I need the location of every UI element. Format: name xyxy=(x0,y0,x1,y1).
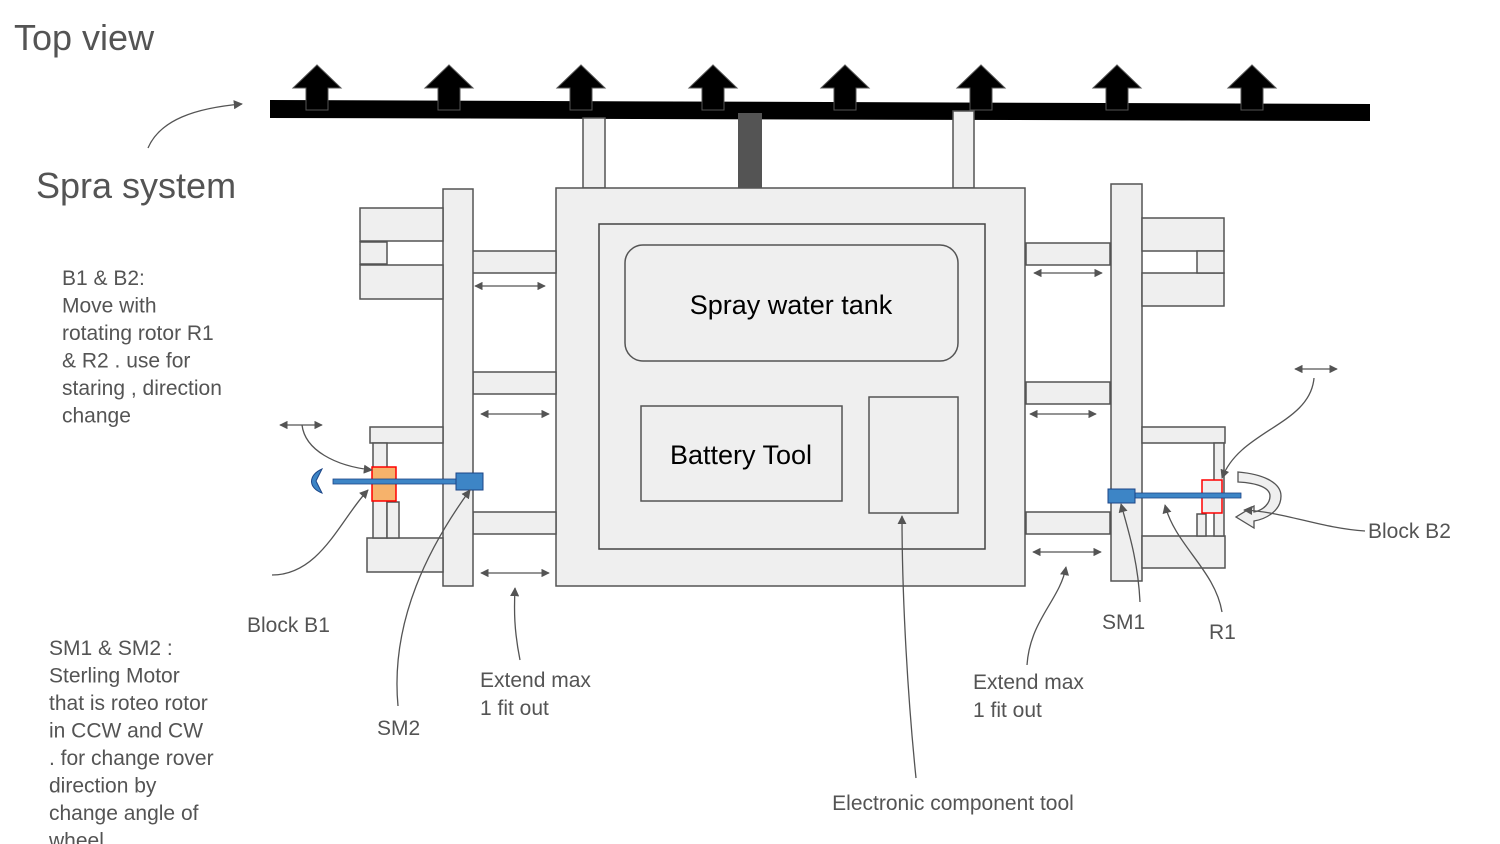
rotor-r2-shaft xyxy=(332,478,459,485)
left-wheel-top-hub xyxy=(359,241,388,265)
r1-leader xyxy=(1162,504,1223,613)
sm2-label: SM2 xyxy=(377,717,420,740)
spray-system-label: Spra system xyxy=(36,165,236,206)
note-sm1-sm2: SM1 & SM2 : Sterling Motor that is roteo… xyxy=(48,637,219,844)
right-wheel-top-hub xyxy=(1196,250,1225,274)
battery-label: Battery Tool xyxy=(670,440,812,470)
r1-label: R1 xyxy=(1209,621,1236,644)
sm1-leader xyxy=(1118,503,1141,603)
block-b2-label: Block B2 xyxy=(1368,520,1451,543)
diagram-title: Top view xyxy=(14,17,155,58)
sm2-leader xyxy=(396,489,471,707)
left-assembly xyxy=(271,188,557,707)
motor-sm1 xyxy=(1107,488,1136,504)
rotor-r1-shaft xyxy=(1131,492,1242,499)
extend-left-label: Extend max 1 fit out xyxy=(480,669,597,720)
right-wheel-top-b xyxy=(1141,272,1225,307)
bar-support-right xyxy=(952,110,975,189)
spray-nozzles xyxy=(291,64,1278,111)
left-wheel-bottom-base xyxy=(366,537,444,573)
right-rotation-arrow-icon xyxy=(1234,471,1282,530)
spray-nozzle-icon xyxy=(819,64,871,111)
tank-label: Spray water tank xyxy=(690,290,893,320)
right-wheel-bottom-spacer xyxy=(1196,513,1207,537)
left-rotation-arrow-icon xyxy=(311,468,324,494)
block-b2-leader xyxy=(1243,505,1366,532)
right-arm-top xyxy=(1025,242,1111,266)
note-b1-b2: B1 & B2: Move with rotating rotor R1 & R… xyxy=(62,267,228,428)
electronic-component-box xyxy=(868,396,959,514)
right-b2-move-leader xyxy=(1220,377,1315,479)
motor-sm2 xyxy=(455,472,484,491)
block-b1-label: Block B1 xyxy=(247,614,330,637)
extend-right-label: Extend max 1 fit out xyxy=(973,671,1090,722)
left-arm-top xyxy=(471,250,557,274)
right-extend-leader xyxy=(1026,566,1070,666)
left-wheel-bottom-top xyxy=(369,426,444,444)
right-assembly xyxy=(1025,183,1366,666)
right-wheel-top-a xyxy=(1141,217,1225,252)
bar-support-center xyxy=(738,113,762,188)
spray-nozzle-icon xyxy=(955,64,1007,111)
right-arm-bottom xyxy=(1025,511,1111,535)
spray-nozzle-icon xyxy=(423,64,475,111)
spray-nozzle-icon xyxy=(1091,64,1143,111)
right-wheel-bottom-base xyxy=(1141,535,1226,569)
spray-nozzle-icon xyxy=(1226,64,1278,111)
spray-bar xyxy=(270,64,1370,121)
bar-support-left xyxy=(582,117,606,189)
battery-tool xyxy=(640,405,843,502)
left-b1-move-leader xyxy=(301,424,373,474)
right-side-rail xyxy=(1110,183,1143,582)
electronic-leader xyxy=(897,515,917,779)
left-extend-leader xyxy=(510,587,521,661)
spray-nozzle-icon xyxy=(555,64,607,111)
left-arm-middle xyxy=(472,371,557,395)
spray-system-leader xyxy=(147,100,243,149)
right-wheel-bottom-top xyxy=(1141,426,1226,444)
left-wheel-top-a xyxy=(359,207,444,242)
spray-nozzle-icon xyxy=(687,64,739,111)
right-arm-middle xyxy=(1025,381,1111,405)
left-wheel-bottom-spacer xyxy=(386,501,400,539)
left-side-rail xyxy=(442,188,474,587)
sm1-label: SM1 xyxy=(1102,611,1145,634)
left-wheel-top-b xyxy=(359,264,444,300)
electronic-label: Electronic component tool xyxy=(832,792,1074,815)
left-arm-bottom xyxy=(472,511,557,535)
block-b1-leader xyxy=(271,489,369,576)
spray-nozzle-icon xyxy=(291,64,343,111)
spray-water-tank xyxy=(624,244,959,362)
